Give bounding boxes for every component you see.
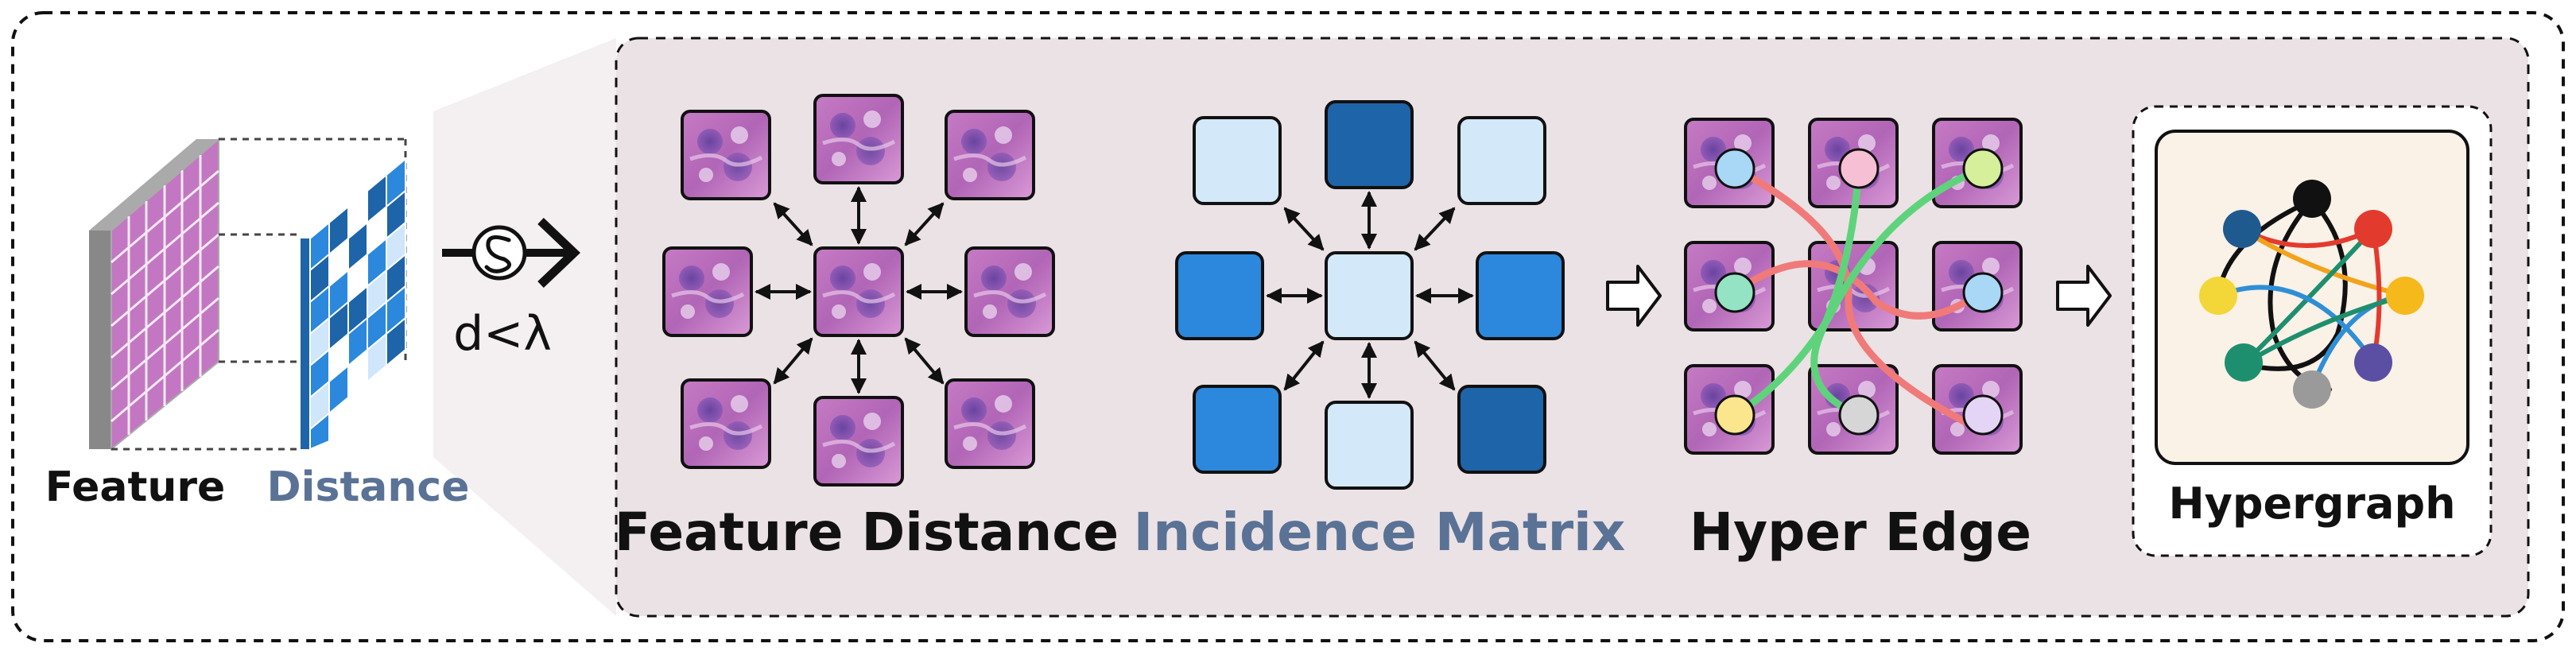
distance-label: Distance <box>267 463 470 511</box>
threshold-operator <box>442 218 580 288</box>
incidence-matrix-label: Incidence Matrix <box>1134 502 1626 563</box>
main-panel <box>615 37 2530 618</box>
feature-slab <box>89 137 219 452</box>
feature-distance-grid <box>664 95 1053 485</box>
step-arrow-icon <box>1606 265 1662 327</box>
hyper-edge-grid <box>1686 119 2021 453</box>
step-arrow-icon <box>2056 265 2112 327</box>
threshold-label: d<λ <box>453 306 552 362</box>
zoom-wedge <box>433 38 616 616</box>
feature-distance-label: Feature Distance <box>615 502 1119 563</box>
hypergraph-nodes <box>2199 180 2424 409</box>
hypergraph-label: Hypergraph <box>2168 479 2455 529</box>
distance-slab <box>301 157 406 451</box>
incidence-matrix-grid <box>1175 100 1565 490</box>
feature-label: Feature <box>45 463 226 511</box>
outer-frame <box>11 11 2565 642</box>
hyper-edge-label: Hyper Edge <box>1690 502 2031 563</box>
